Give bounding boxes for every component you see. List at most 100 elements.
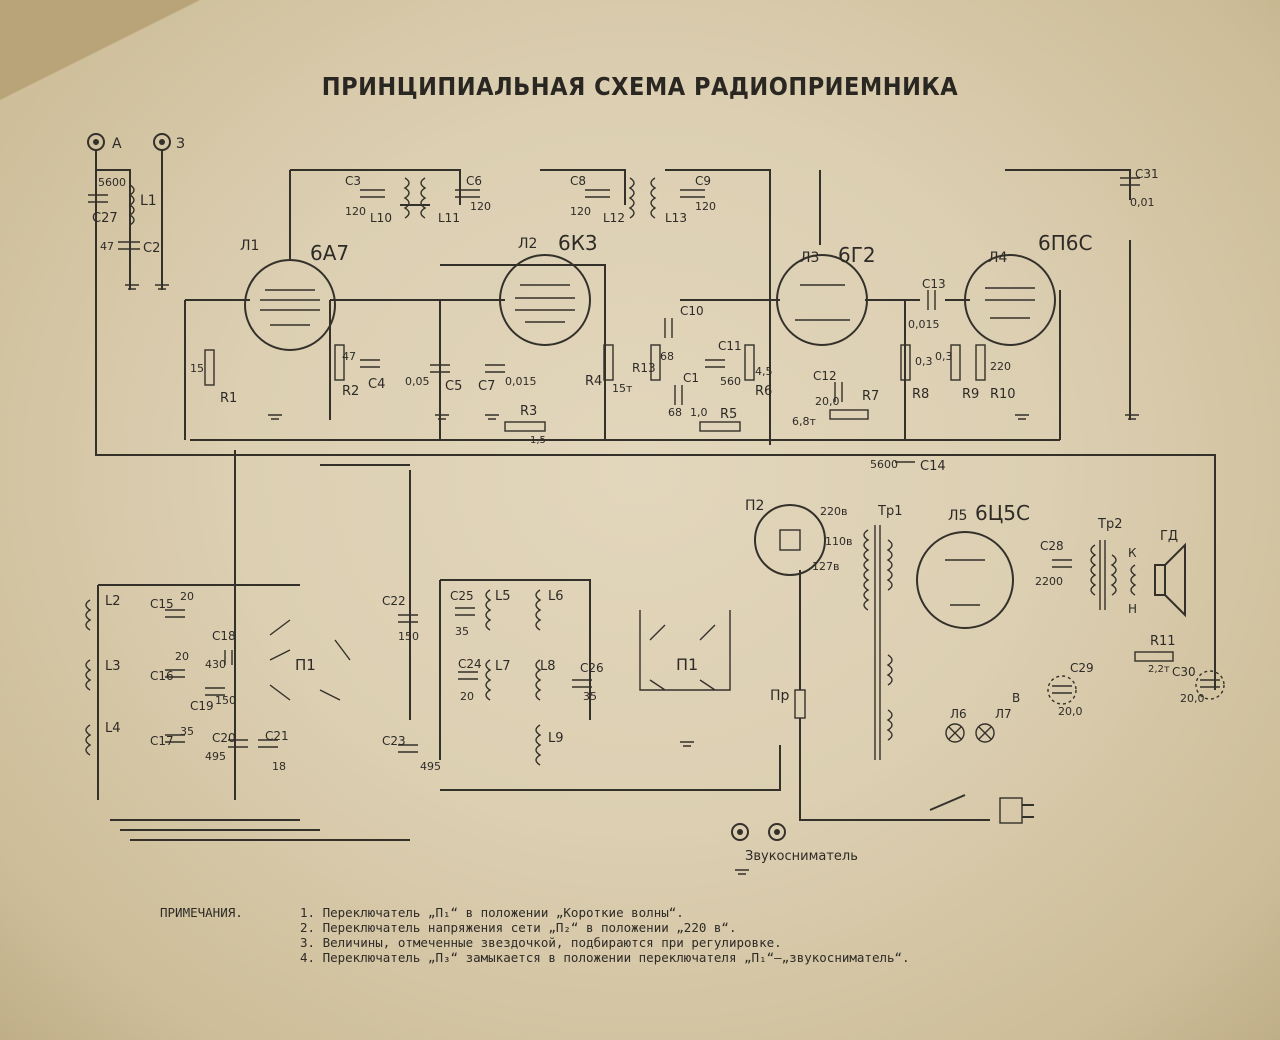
svg-text:П1: П1	[676, 655, 698, 674]
notes-block: ПРИМЕЧАНИЯ.1. Переключатель „П₁“ в полож…	[160, 905, 910, 965]
coil-l8: L8	[535, 659, 556, 701]
svg-text:560: 560	[720, 375, 741, 388]
capacitor-c26: C26 35	[572, 661, 604, 703]
svg-text:C26: C26	[580, 661, 604, 675]
svg-text:C6: C6	[466, 174, 482, 188]
band-switch-p1-right: П1	[639, 610, 731, 691]
svg-text:15: 15	[190, 362, 204, 375]
svg-text:C28: C28	[1040, 539, 1064, 553]
note-item: 3. Величины, отмеченные звездочкой, подб…	[300, 935, 782, 950]
coil-l7: L7	[485, 659, 511, 701]
svg-text:150: 150	[215, 694, 236, 707]
svg-text:Л2: Л2	[518, 236, 537, 252]
svg-text:C25: C25	[450, 589, 474, 603]
svg-text:20,0: 20,0	[1058, 705, 1083, 718]
svg-text:C15: C15	[150, 597, 174, 611]
svg-text:0,01: 0,01	[1130, 196, 1155, 209]
svg-text:L7: L7	[495, 659, 511, 674]
svg-text:R8: R8	[912, 387, 929, 402]
capacitor-c29: C29 20,0	[1047, 661, 1094, 718]
resistor-r13: R13	[632, 344, 661, 381]
svg-text:20: 20	[175, 650, 189, 663]
capacitor-c27: 5600 C27	[88, 176, 126, 226]
fuse-pr: Пр	[770, 570, 990, 821]
svg-text:6,8т: 6,8т	[792, 415, 816, 428]
svg-text:В: В	[1012, 691, 1020, 705]
svg-text:П1: П1	[295, 656, 316, 674]
svg-text:Л6: Л6	[950, 707, 967, 721]
svg-text:Л7: Л7	[995, 707, 1012, 721]
resistor-r4: R4 15т	[585, 344, 633, 395]
input-coil-l1: L1	[128, 184, 157, 226]
resistor-r5: R51,0	[690, 406, 741, 432]
ground-terminal: З	[153, 133, 185, 152]
svg-text:110в: 110в	[825, 535, 852, 548]
tube-l2: Л2 6К3	[499, 231, 598, 346]
svg-text:C29: C29	[1070, 661, 1094, 675]
svg-text:120: 120	[470, 200, 491, 213]
svg-text:А: А	[112, 136, 122, 152]
svg-text:З: З	[176, 136, 185, 152]
svg-text:R2: R2	[342, 384, 359, 399]
svg-text:C18: C18	[212, 629, 236, 643]
svg-text:20,0: 20,0	[1180, 692, 1205, 705]
svg-text:C19: C19	[190, 699, 214, 713]
svg-text:47: 47	[342, 350, 356, 363]
svg-text:R5: R5	[720, 407, 737, 422]
svg-text:L4: L4	[105, 721, 121, 736]
svg-text:C16: C16	[150, 669, 174, 683]
svg-text:120: 120	[695, 200, 716, 213]
voltage-selector-p2: П2 220в 110в 127в	[745, 498, 852, 576]
power-switch-p3	[929, 794, 966, 811]
resistor-r7: R76,8т	[792, 389, 879, 428]
svg-text:R1: R1	[220, 391, 237, 406]
pickup-label: Звукосниматель	[745, 849, 858, 864]
svg-text:L11: L11	[438, 211, 460, 225]
tube-l1: Л1 6А7	[240, 238, 349, 351]
svg-text:C11: C11	[718, 339, 742, 353]
svg-text:R3: R3	[520, 404, 537, 419]
svg-text:C20: C20	[212, 731, 236, 745]
svg-text:35: 35	[180, 725, 194, 738]
svg-text:20: 20	[180, 590, 194, 603]
svg-text:Н: Н	[1128, 602, 1137, 616]
svg-text:127в: 127в	[812, 560, 839, 573]
svg-text:150: 150	[398, 630, 419, 643]
svg-text:6П6С: 6П6С	[1038, 231, 1092, 255]
capacitor-c30: C30 20,0	[1172, 665, 1225, 705]
svg-text:Л1: Л1	[240, 238, 259, 254]
svg-text:L5: L5	[495, 589, 511, 604]
coil-l2: L2	[85, 594, 121, 631]
svg-text:4,5: 4,5	[755, 365, 773, 378]
svg-text:6К3: 6К3	[558, 231, 598, 255]
note-item: 2. Переключатель напряжения сети „П₂“ в …	[300, 920, 737, 935]
svg-text:C27: C27	[92, 211, 118, 226]
svg-text:15т: 15т	[612, 382, 633, 395]
svg-text:220: 220	[990, 360, 1011, 373]
svg-text:C14: C14	[920, 459, 946, 474]
pilot-lamp-l6: Л6	[945, 707, 967, 743]
tube-l3: Л3 6Г2	[776, 243, 876, 346]
svg-text:L1: L1	[140, 193, 157, 209]
mains-plug	[999, 797, 1034, 824]
svg-text:495: 495	[420, 760, 441, 773]
svg-text:C8: C8	[570, 174, 586, 188]
svg-text:C22: C22	[382, 594, 406, 608]
svg-text:35: 35	[583, 690, 597, 703]
svg-text:C30: C30	[1172, 665, 1196, 679]
svg-text:L12: L12	[603, 211, 625, 225]
svg-text:6Г2: 6Г2	[838, 243, 876, 267]
svg-text:R4: R4	[585, 374, 602, 389]
